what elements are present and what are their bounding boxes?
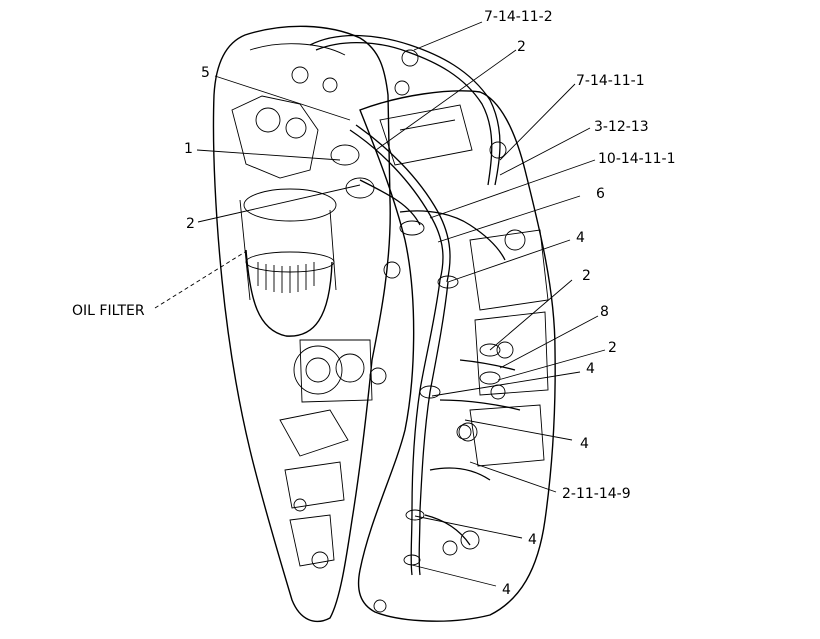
label-4-d: 4: [528, 532, 537, 548]
label-2-mid: 2: [582, 268, 591, 284]
label-4-e: 4: [502, 582, 511, 598]
label-8: 8: [600, 304, 609, 320]
label-1: 1: [184, 141, 193, 157]
oil-filter-ribs: [257, 262, 315, 293]
label-4-b: 4: [586, 361, 595, 377]
callout-labels: 7-14-11-2 2 5 7-14-11-1 3-12-13 1 10-14-…: [72, 9, 676, 598]
engine-block-outline: [212, 25, 401, 623]
hose-routing: [309, 34, 521, 576]
label-oil-filter: OIL FILTER: [72, 303, 145, 319]
label-7-14-11-2: 7-14-11-2: [484, 9, 553, 25]
label-3-12-13: 3-12-13: [594, 119, 649, 135]
label-10-14-11-1: 10-14-11-1: [598, 151, 676, 167]
leader-lines: [154, 21, 606, 587]
label-4-a: 4: [576, 230, 585, 246]
frame-outline: [357, 90, 556, 622]
label-4-c: 4: [580, 436, 589, 452]
label-2-left: 2: [186, 216, 195, 232]
label-7-14-11-1: 7-14-11-1: [576, 73, 645, 89]
label-2-top: 2: [517, 39, 526, 55]
label-2-11-14-9: 2-11-14-9: [562, 486, 631, 502]
label-5: 5: [201, 65, 210, 81]
label-6: 6: [596, 186, 605, 202]
label-2-low: 2: [608, 340, 617, 356]
